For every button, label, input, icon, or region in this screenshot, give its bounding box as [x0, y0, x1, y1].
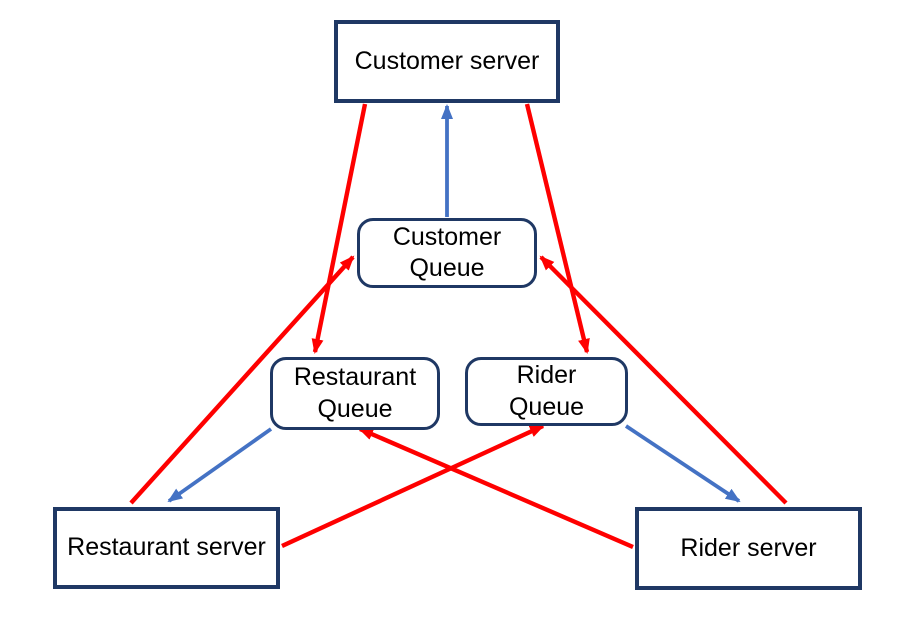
- node-label-restaurant-queue: Restaurant Queue: [293, 363, 417, 423]
- edge-restaurant-server-to-rider-queue: [281, 424, 545, 548]
- edge-restaurant-queue-to-restaurant-server: [167, 427, 273, 503]
- node-label-rider-server: Rider server: [680, 533, 817, 562]
- edge-rider-server-to-customer-queue: [539, 255, 788, 505]
- edge-customer-server-to-restaurant-queue: [311, 103, 368, 354]
- node-customer-queue: Customer Queue: [357, 218, 537, 288]
- edge-restaurant-server-to-customer-queue: [129, 255, 355, 505]
- edge-rider-queue-to-rider-server: [624, 424, 741, 503]
- node-rider-server: Rider server: [635, 507, 862, 590]
- edge-customer-server-to-rider-queue: [524, 103, 590, 354]
- node-label-rider-queue: Rider Queue: [508, 361, 585, 421]
- node-restaurant-server: Restaurant server: [53, 507, 280, 589]
- node-rider-queue: Rider Queue: [465, 357, 628, 426]
- node-label-customer-server: Customer server: [354, 46, 540, 75]
- node-label-restaurant-server: Restaurant server: [67, 533, 266, 562]
- node-label-customer-queue: Customer Queue: [392, 222, 502, 283]
- node-customer-server: Customer server: [334, 20, 560, 103]
- node-restaurant-queue: Restaurant Queue: [270, 357, 440, 430]
- edge-rider-server-to-restaurant-queue: [358, 426, 634, 550]
